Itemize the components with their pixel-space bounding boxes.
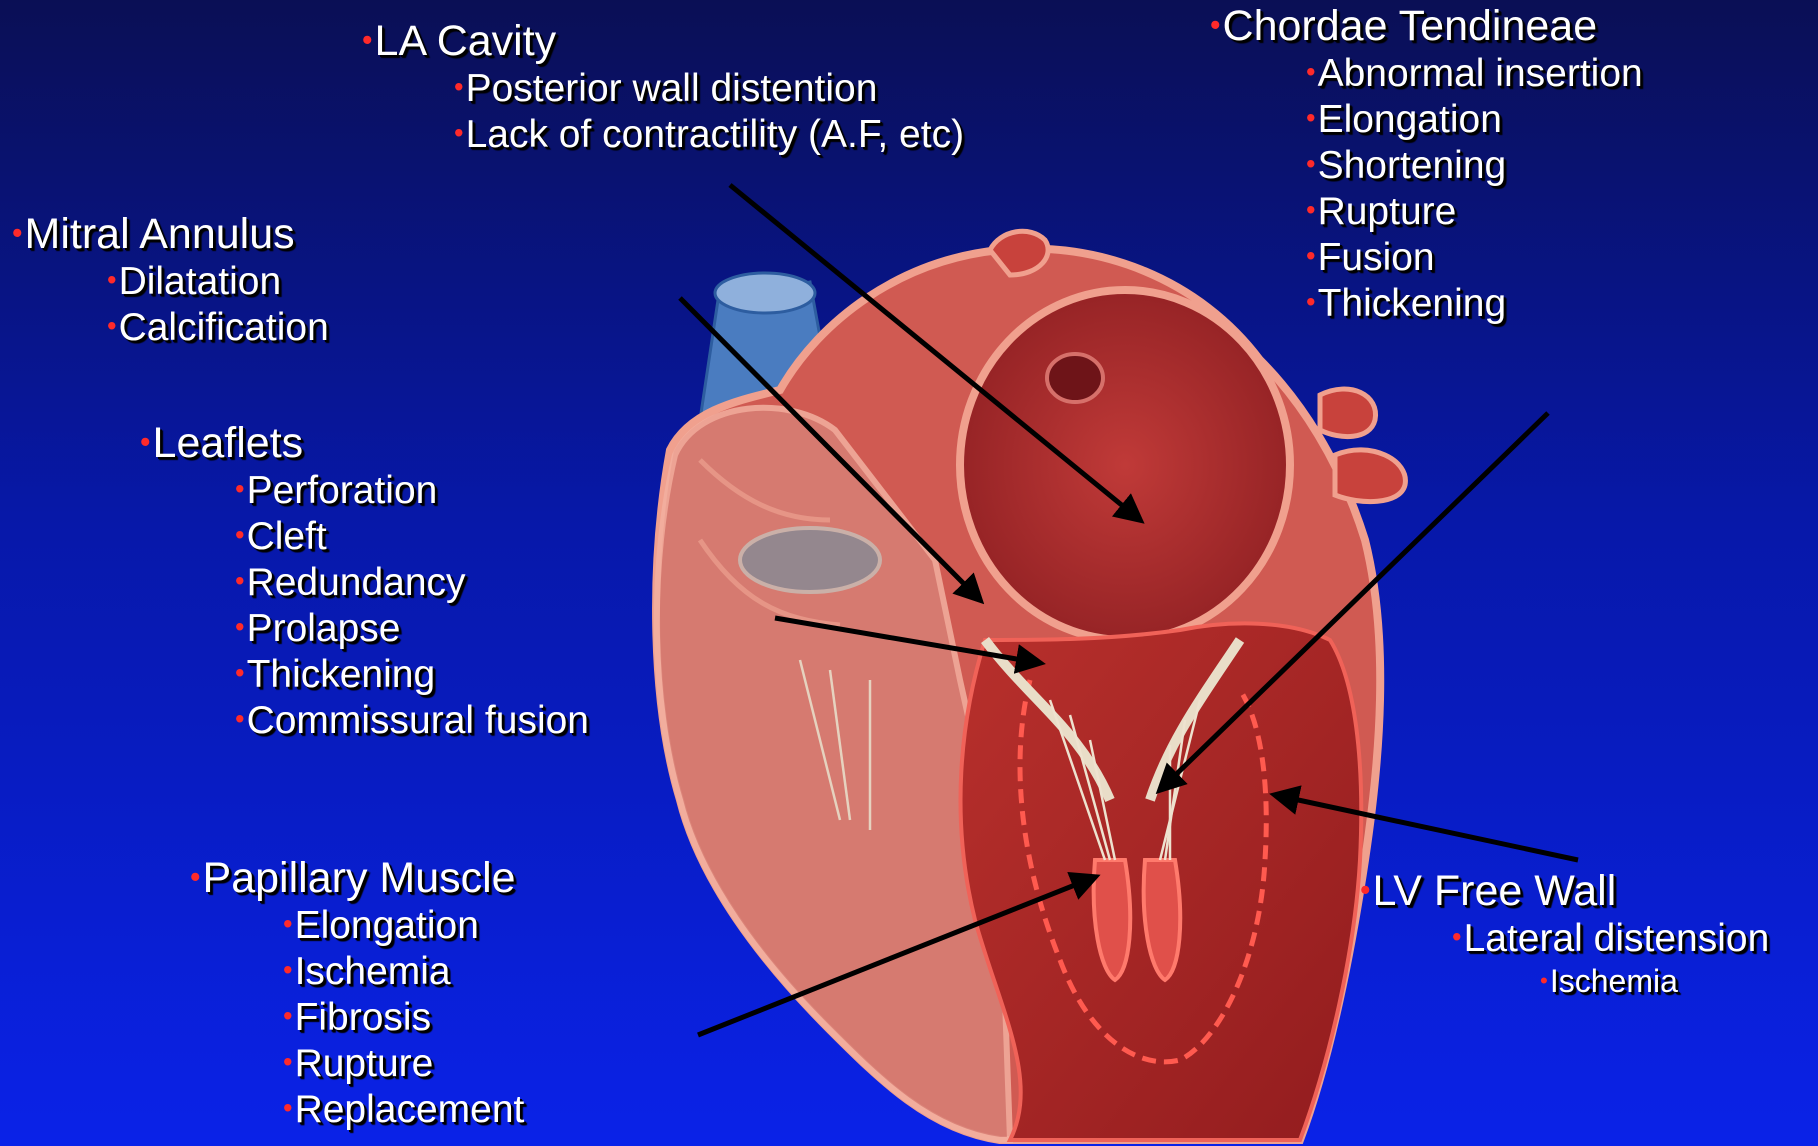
la-cavity-item: •Lack of contractility (A.F, etc) — [454, 115, 964, 154]
chordae-item: •Rupture — [1306, 192, 1643, 231]
mitral-annulus-item: •Calcification — [107, 308, 329, 347]
papillary-muscle-item: •Fibrosis — [283, 998, 524, 1037]
papillary-muscle-item: •Rupture — [283, 1044, 524, 1083]
left-atrium — [960, 290, 1290, 640]
leaflets-item: •Commissural fusion — [235, 701, 589, 740]
leaflets-title: •Leaflets — [140, 422, 589, 465]
lv-free-wall-subitem: •Ischemia — [1540, 965, 1769, 997]
leaflets-item: •Prolapse — [235, 609, 589, 648]
chordae-item: •Abnormal insertion — [1306, 54, 1643, 93]
left-ventricle — [961, 623, 1362, 1140]
mitral-annulus-title: •Mitral Annulus — [12, 213, 329, 256]
leaflets-item: •Perforation — [235, 471, 589, 510]
chordae-item: •Thickening — [1306, 284, 1643, 323]
leaflets-item: •Cleft — [235, 517, 589, 556]
papillary-muscle-title: •Papillary Muscle — [190, 857, 524, 900]
chordae-item: •Fusion — [1306, 238, 1643, 277]
leaflets-item: •Thickening — [235, 655, 589, 694]
la-cavity-item: •Posterior wall distention — [454, 69, 964, 108]
leaflets-item: •Redundancy — [235, 563, 589, 602]
la-cavity-title: •LA Cavity — [362, 20, 964, 63]
papillary-muscle-item: •Replacement — [283, 1090, 524, 1129]
chordae-item: •Shortening — [1306, 146, 1643, 185]
mitral-annulus-label: •Mitral Annulus •Dilatation •Calcificati… — [12, 213, 329, 354]
papillary-muscle-label: •Papillary Muscle •Elongation •Ischemia … — [190, 857, 524, 1136]
papillary-muscle-item: •Elongation — [283, 906, 524, 945]
lv-free-wall-title: •LV Free Wall — [1360, 870, 1769, 913]
chordae-item: •Elongation — [1306, 100, 1643, 139]
chordae-title: •Chordae Tendineae — [1210, 5, 1643, 48]
chordae-tendineae-label: •Chordae Tendineae •Abnormal insertion •… — [1210, 5, 1643, 330]
lv-free-wall-label: •LV Free Wall •Lateral distension •Ische… — [1360, 870, 1769, 997]
leaflets-label: •Leaflets •Perforation •Cleft •Redundanc… — [140, 422, 589, 747]
mitral-annulus-item: •Dilatation — [107, 262, 329, 301]
lv-free-wall-item: •Lateral distension — [1452, 919, 1769, 958]
papillary-muscle-item: •Ischemia — [283, 952, 524, 991]
la-cavity-label: •LA Cavity •Posterior wall distention •L… — [362, 20, 964, 161]
